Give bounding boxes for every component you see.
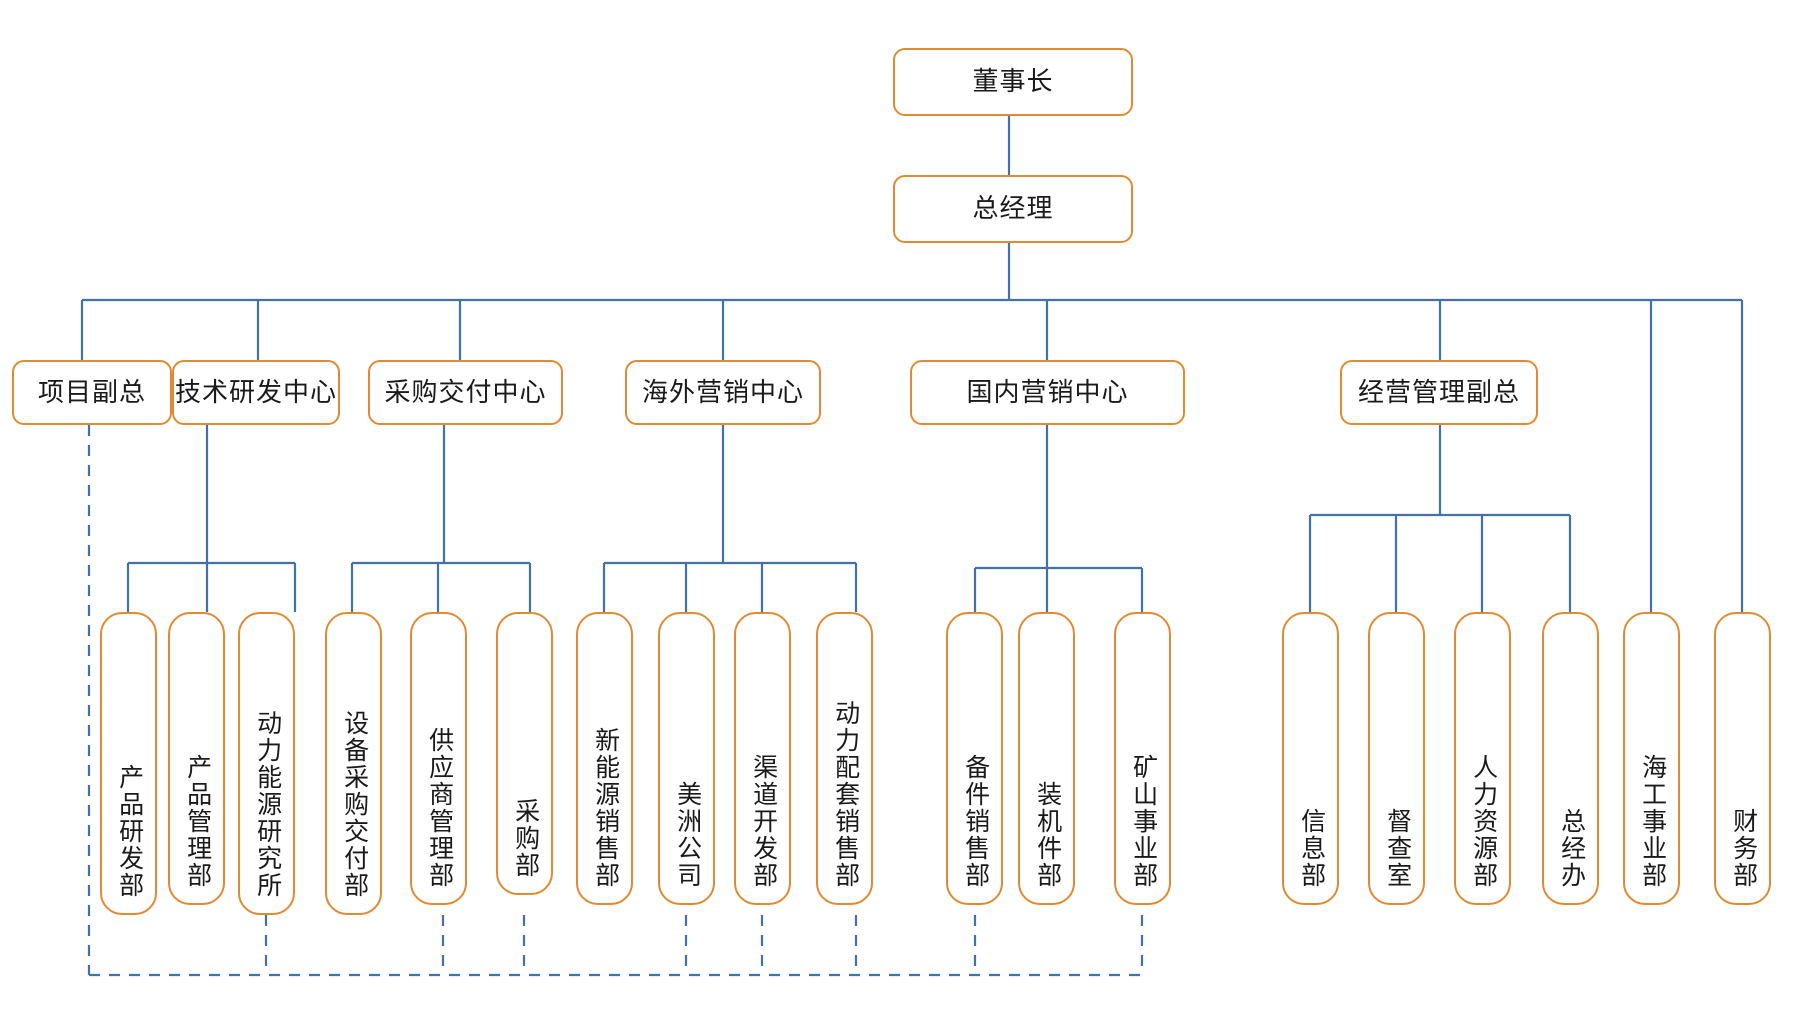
node-general-manager-label: 总经理 (972, 194, 1054, 224)
node-assembly-parts-dept-label: 装机件部 (1033, 781, 1061, 889)
node-ops-mgmt-vp[interactable]: 经营管理副总 (1340, 360, 1538, 425)
node-assembly-parts-dept[interactable]: 装机件部 (1018, 612, 1075, 905)
node-information-dept[interactable]: 信息部 (1282, 612, 1339, 905)
node-procure-center-label: 采购交付中心 (384, 377, 547, 407)
node-project-vp-label: 项目副总 (37, 377, 146, 407)
node-americas-company-label: 美洲公司 (673, 781, 701, 889)
node-project-vp[interactable]: 项目副总 (12, 360, 172, 425)
node-tech-rd-center-label: 技术研发中心 (174, 377, 337, 407)
node-equip-procure-dept[interactable]: 设备采购交付部 (325, 612, 382, 915)
node-offshore-division[interactable]: 海工事业部 (1623, 612, 1680, 905)
node-power-support-sales-dept-label: 动力配套销售部 (831, 700, 859, 889)
node-mining-division[interactable]: 矿山事业部 (1114, 612, 1171, 905)
node-domestic-center[interactable]: 国内营销中心 (910, 360, 1185, 425)
node-supplier-mgmt-dept-label: 供应商管理部 (425, 727, 453, 889)
node-power-support-sales-dept[interactable]: 动力配套销售部 (816, 612, 873, 905)
node-finance-dept-label: 财务部 (1729, 808, 1757, 889)
node-power-energy-inst-label: 动力能源研究所 (253, 710, 281, 899)
node-tech-rd-center[interactable]: 技术研发中心 (172, 360, 340, 425)
node-gm-office[interactable]: 总经办 (1542, 612, 1599, 905)
node-information-dept-label: 信息部 (1297, 808, 1325, 889)
node-new-energy-sales-dept-label: 新能源销售部 (591, 727, 619, 889)
node-channel-dev-dept-label: 渠道开发部 (749, 754, 777, 889)
node-purchasing-dept-label: 采购部 (511, 798, 539, 879)
node-domestic-center-label: 国内营销中心 (966, 377, 1129, 407)
node-new-energy-sales-dept[interactable]: 新能源销售部 (576, 612, 633, 905)
node-ops-mgmt-vp-label: 经营管理副总 (1357, 377, 1520, 407)
dotted-relation-group (87, 425, 1144, 977)
node-procure-center[interactable]: 采购交付中心 (368, 360, 563, 425)
node-channel-dev-dept[interactable]: 渠道开发部 (734, 612, 791, 905)
node-chairman-label: 董事长 (972, 67, 1054, 97)
node-product-rd-dept-label: 产品研发部 (115, 764, 143, 899)
node-product-mgmt-dept-label: 产品管理部 (183, 754, 211, 889)
node-hr-dept[interactable]: 人力资源部 (1454, 612, 1511, 905)
node-finance-dept[interactable]: 财务部 (1714, 612, 1771, 905)
node-hr-dept-label: 人力资源部 (1469, 754, 1497, 889)
node-spare-parts-sales-dept[interactable]: 备件销售部 (946, 612, 1003, 905)
node-gm-office-label: 总经办 (1557, 808, 1585, 889)
node-product-rd-dept[interactable]: 产品研发部 (100, 612, 157, 915)
node-product-mgmt-dept[interactable]: 产品管理部 (168, 612, 225, 905)
node-supervision-office[interactable]: 督查室 (1368, 612, 1425, 905)
node-overseas-center[interactable]: 海外营销中心 (625, 360, 821, 425)
node-overseas-center-label: 海外营销中心 (641, 377, 804, 407)
node-purchasing-dept[interactable]: 采购部 (496, 612, 553, 895)
node-spare-parts-sales-dept-label: 备件销售部 (961, 754, 989, 889)
node-americas-company[interactable]: 美洲公司 (658, 612, 715, 905)
node-equip-procure-dept-label: 设备采购交付部 (340, 710, 368, 899)
node-power-energy-inst[interactable]: 动力能源研究所 (238, 612, 295, 915)
node-offshore-division-label: 海工事业部 (1638, 754, 1666, 889)
node-mining-division-label: 矿山事业部 (1129, 754, 1157, 889)
node-general-manager[interactable]: 总经理 (893, 175, 1133, 243)
node-chairman[interactable]: 董事长 (893, 48, 1133, 116)
node-supervision-office-label: 督查室 (1383, 808, 1411, 889)
node-supplier-mgmt-dept[interactable]: 供应商管理部 (410, 612, 467, 905)
